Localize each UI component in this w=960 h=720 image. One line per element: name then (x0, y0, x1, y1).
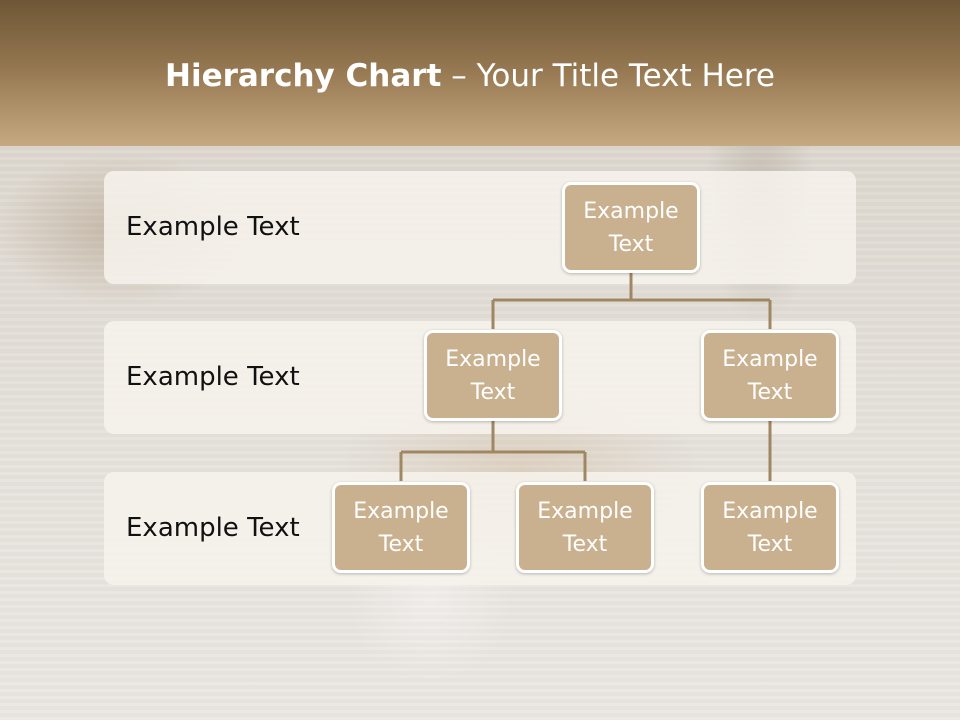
node-level3-a-text: Example Text (353, 498, 449, 557)
node-root[interactable]: Example Text (562, 182, 700, 273)
node-level2-right[interactable]: Example Text (701, 330, 839, 421)
level-band-1: Example Text (104, 171, 856, 284)
node-level2-left[interactable]: Example Text (424, 330, 562, 421)
slide-title: Hierarchy Chart – Your Title Text Here (0, 56, 940, 96)
level-label-3: Example Text (126, 513, 300, 543)
connector-root (491, 273, 772, 329)
level-label-2: Example Text (126, 362, 300, 392)
node-level3-b-text: Example Text (537, 498, 633, 557)
node-level2-right-text: Example Text (722, 346, 818, 405)
node-root-text: Example Text (583, 198, 679, 257)
level-label-1: Example Text (126, 212, 300, 242)
node-level3-b[interactable]: Example Text (516, 482, 654, 573)
title-bar: Hierarchy Chart – Your Title Text Here (0, 0, 960, 146)
node-level3-a[interactable]: Example Text (332, 482, 470, 573)
title-rest: – Your Title Text Here (441, 58, 775, 94)
node-level2-left-text: Example Text (445, 346, 541, 405)
connector-left (399, 421, 587, 481)
node-level3-c-text: Example Text (722, 498, 818, 557)
title-bold: Hierarchy Chart (165, 58, 442, 94)
node-level3-c[interactable]: Example Text (701, 482, 839, 573)
